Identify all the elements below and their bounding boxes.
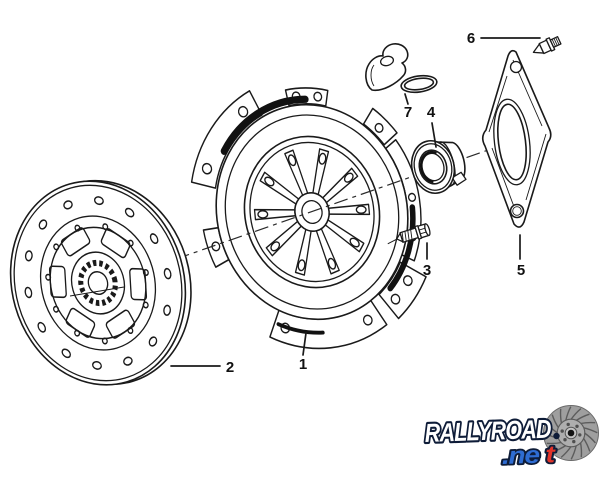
wordmark-period [553, 432, 560, 440]
leader-line-4 [431, 122, 437, 148]
part-label-2[interactable]: 2 [226, 359, 234, 376]
hex-bolt-drawing [387, 223, 431, 245]
part-label-3[interactable]: 3 [423, 262, 431, 279]
rotor-vents [544, 406, 598, 460]
rotor-center-hole [567, 429, 575, 437]
part-label-4[interactable]: 4 [427, 104, 436, 121]
cover-shading [220, 95, 416, 335]
part-label-7[interactable]: 7 [404, 104, 412, 121]
disc-details [24, 196, 172, 370]
logo-tld: .ne t [501, 441, 556, 470]
leader-line-1 [302, 332, 307, 356]
part-label-5[interactable]: 5 [517, 262, 525, 279]
part-labels: 1 2 3 4 5 6 7 [226, 30, 525, 376]
hub-axis-segment [69, 286, 125, 297]
bearing-bore [418, 149, 448, 185]
rallyroad-logo[interactable]: RALLYROAD .ne t [422, 405, 599, 472]
spring-clip-drawing [365, 43, 438, 94]
retaining-ring [400, 74, 438, 94]
lever-center-slot [497, 103, 527, 181]
release-bearing-drawing [410, 139, 467, 195]
brake-rotor-icon [543, 405, 599, 461]
logo-tld-ne: .ne [501, 442, 540, 470]
logo-wordmark: RALLYROAD [424, 414, 552, 448]
release-lever-drawing [481, 49, 552, 228]
clutch-disc-drawing [9, 179, 192, 386]
torsion-springs [48, 227, 148, 339]
pivot-pin-drawing [532, 36, 562, 55]
diaphragm-fingers [253, 148, 371, 276]
leader-lines [170, 37, 541, 367]
hub-splines [78, 259, 118, 307]
part-label-6[interactable]: 6 [467, 30, 475, 47]
leader-line-7 [404, 93, 409, 105]
part-label-1[interactable]: 1 [299, 356, 307, 373]
